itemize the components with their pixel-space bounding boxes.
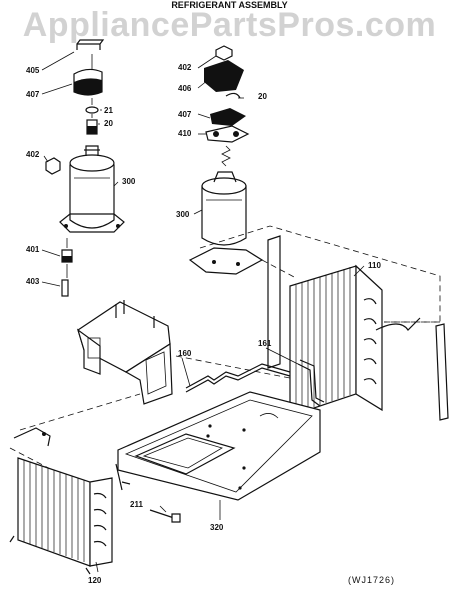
coil-top-bracket xyxy=(13,427,51,447)
label-110: 110 xyxy=(368,261,381,270)
label-407-left: 407 xyxy=(26,90,40,99)
pan-rivet-5 xyxy=(238,486,242,490)
label-120: 120 xyxy=(88,576,102,585)
base-pan-vent xyxy=(259,413,279,419)
mount-studs xyxy=(115,300,155,328)
part-20-clip xyxy=(225,92,241,99)
pan-rivet-1 xyxy=(208,424,212,428)
watermark: AppliancePartsPros.com xyxy=(22,6,437,44)
coil-120-bends xyxy=(93,492,107,547)
part-320-base-pan xyxy=(117,391,321,501)
mount-right-window xyxy=(145,351,167,395)
screw-clip xyxy=(115,463,131,491)
label-20-left: 20 xyxy=(104,119,113,128)
label-20-right: 20 xyxy=(258,92,267,101)
part-406-cover xyxy=(204,60,244,92)
coil-front-face xyxy=(289,265,357,417)
dashed-link-3 xyxy=(19,393,141,431)
label-406: 406 xyxy=(178,84,192,93)
base-hole-right-1 xyxy=(212,260,216,264)
label-300-left: 300 xyxy=(122,177,136,186)
left-compressor-group xyxy=(45,39,125,297)
part-300-compressor-top-right xyxy=(201,177,247,195)
coil-120-end xyxy=(89,477,113,567)
screw-head xyxy=(171,513,181,523)
mount-right-leg xyxy=(124,342,173,405)
leader-lines xyxy=(41,51,365,573)
part-407-terminal xyxy=(210,108,246,126)
part-160-tube-inner xyxy=(185,367,291,393)
label-402-right: 402 xyxy=(178,63,192,72)
compressor-base-plate xyxy=(59,213,125,233)
label-21: 21 xyxy=(104,106,113,115)
label-405: 405 xyxy=(26,66,40,75)
part-120-coil xyxy=(9,427,113,575)
base-hole-right-2 xyxy=(236,262,240,266)
coil-120-fins xyxy=(23,460,85,562)
coil-fins xyxy=(295,267,351,413)
part-211-screw xyxy=(115,463,181,523)
assembly-centerlines xyxy=(66,54,93,278)
label-300-right: 300 xyxy=(176,210,190,219)
part-407-shade xyxy=(74,78,102,95)
dashed-link-5 xyxy=(384,321,441,376)
coil-120-feet xyxy=(9,535,91,575)
terminal-spring xyxy=(221,145,231,167)
base-hole-left xyxy=(64,224,68,228)
gasket-hole-2 xyxy=(233,131,239,137)
part-410-gasket xyxy=(205,125,250,143)
right-compressor-group xyxy=(188,45,264,275)
part-21-washer xyxy=(85,106,99,114)
base-pan-floor xyxy=(124,399,313,493)
part-labels: 405 407 21 20 402 300 401 403 402 406 20… xyxy=(26,63,395,585)
coil-side-plate xyxy=(267,235,281,369)
base-pan-drain-inner xyxy=(142,437,223,469)
label-211: 211 xyxy=(130,500,143,509)
part-405-bracket xyxy=(76,39,105,50)
tubing-160-161 xyxy=(185,359,325,407)
label-320: 320 xyxy=(210,523,224,532)
label-160: 160 xyxy=(178,349,192,358)
coil-tube-outlet xyxy=(375,317,421,331)
mount-left-slot xyxy=(87,337,101,359)
part-401-shade xyxy=(62,256,72,262)
diagram-title: REFRIGERANT ASSEMBLY xyxy=(171,0,288,10)
part-160-tube xyxy=(185,363,291,389)
coil-top-bolt xyxy=(42,432,46,436)
part-110-coil xyxy=(267,235,449,421)
mount-left-leg xyxy=(76,328,101,375)
diagram-code: (WJ1726) xyxy=(348,575,395,585)
part-402-nut-right xyxy=(215,45,233,61)
pan-rivet-2 xyxy=(242,428,246,432)
label-161: 161 xyxy=(258,339,272,348)
coil-end-plate xyxy=(355,264,383,412)
pan-rivet-3 xyxy=(206,434,210,438)
part-161-tube-inner xyxy=(299,359,325,403)
screw-leader xyxy=(149,509,175,519)
part-300-compressor-top xyxy=(69,154,115,172)
label-407-right: 407 xyxy=(178,110,192,119)
compressor-terminal xyxy=(85,145,99,156)
compressor-terminal-right xyxy=(213,171,237,183)
gasket-hole-1 xyxy=(213,131,219,137)
pan-rivet-4 xyxy=(242,466,246,470)
base-hole-right xyxy=(116,224,120,228)
part-161-tube xyxy=(297,363,321,407)
coil-return-bends xyxy=(363,298,377,385)
dashed-upper-outline xyxy=(199,225,441,323)
compressor-base-plate-right xyxy=(188,247,264,275)
label-410: 410 xyxy=(178,129,192,138)
label-403: 403 xyxy=(26,277,40,286)
dashed-link-1 xyxy=(261,259,297,279)
capillary-tube xyxy=(435,323,449,421)
part-20-shade xyxy=(87,126,97,134)
part-300-compressor-body-right xyxy=(201,185,247,246)
part-402-nut xyxy=(45,157,61,175)
motor-mount-bracket xyxy=(76,300,173,405)
part-403-sleeve xyxy=(61,279,69,297)
label-402-left: 402 xyxy=(26,150,40,159)
label-401: 401 xyxy=(26,245,40,254)
part-300-compressor-body xyxy=(69,164,115,229)
